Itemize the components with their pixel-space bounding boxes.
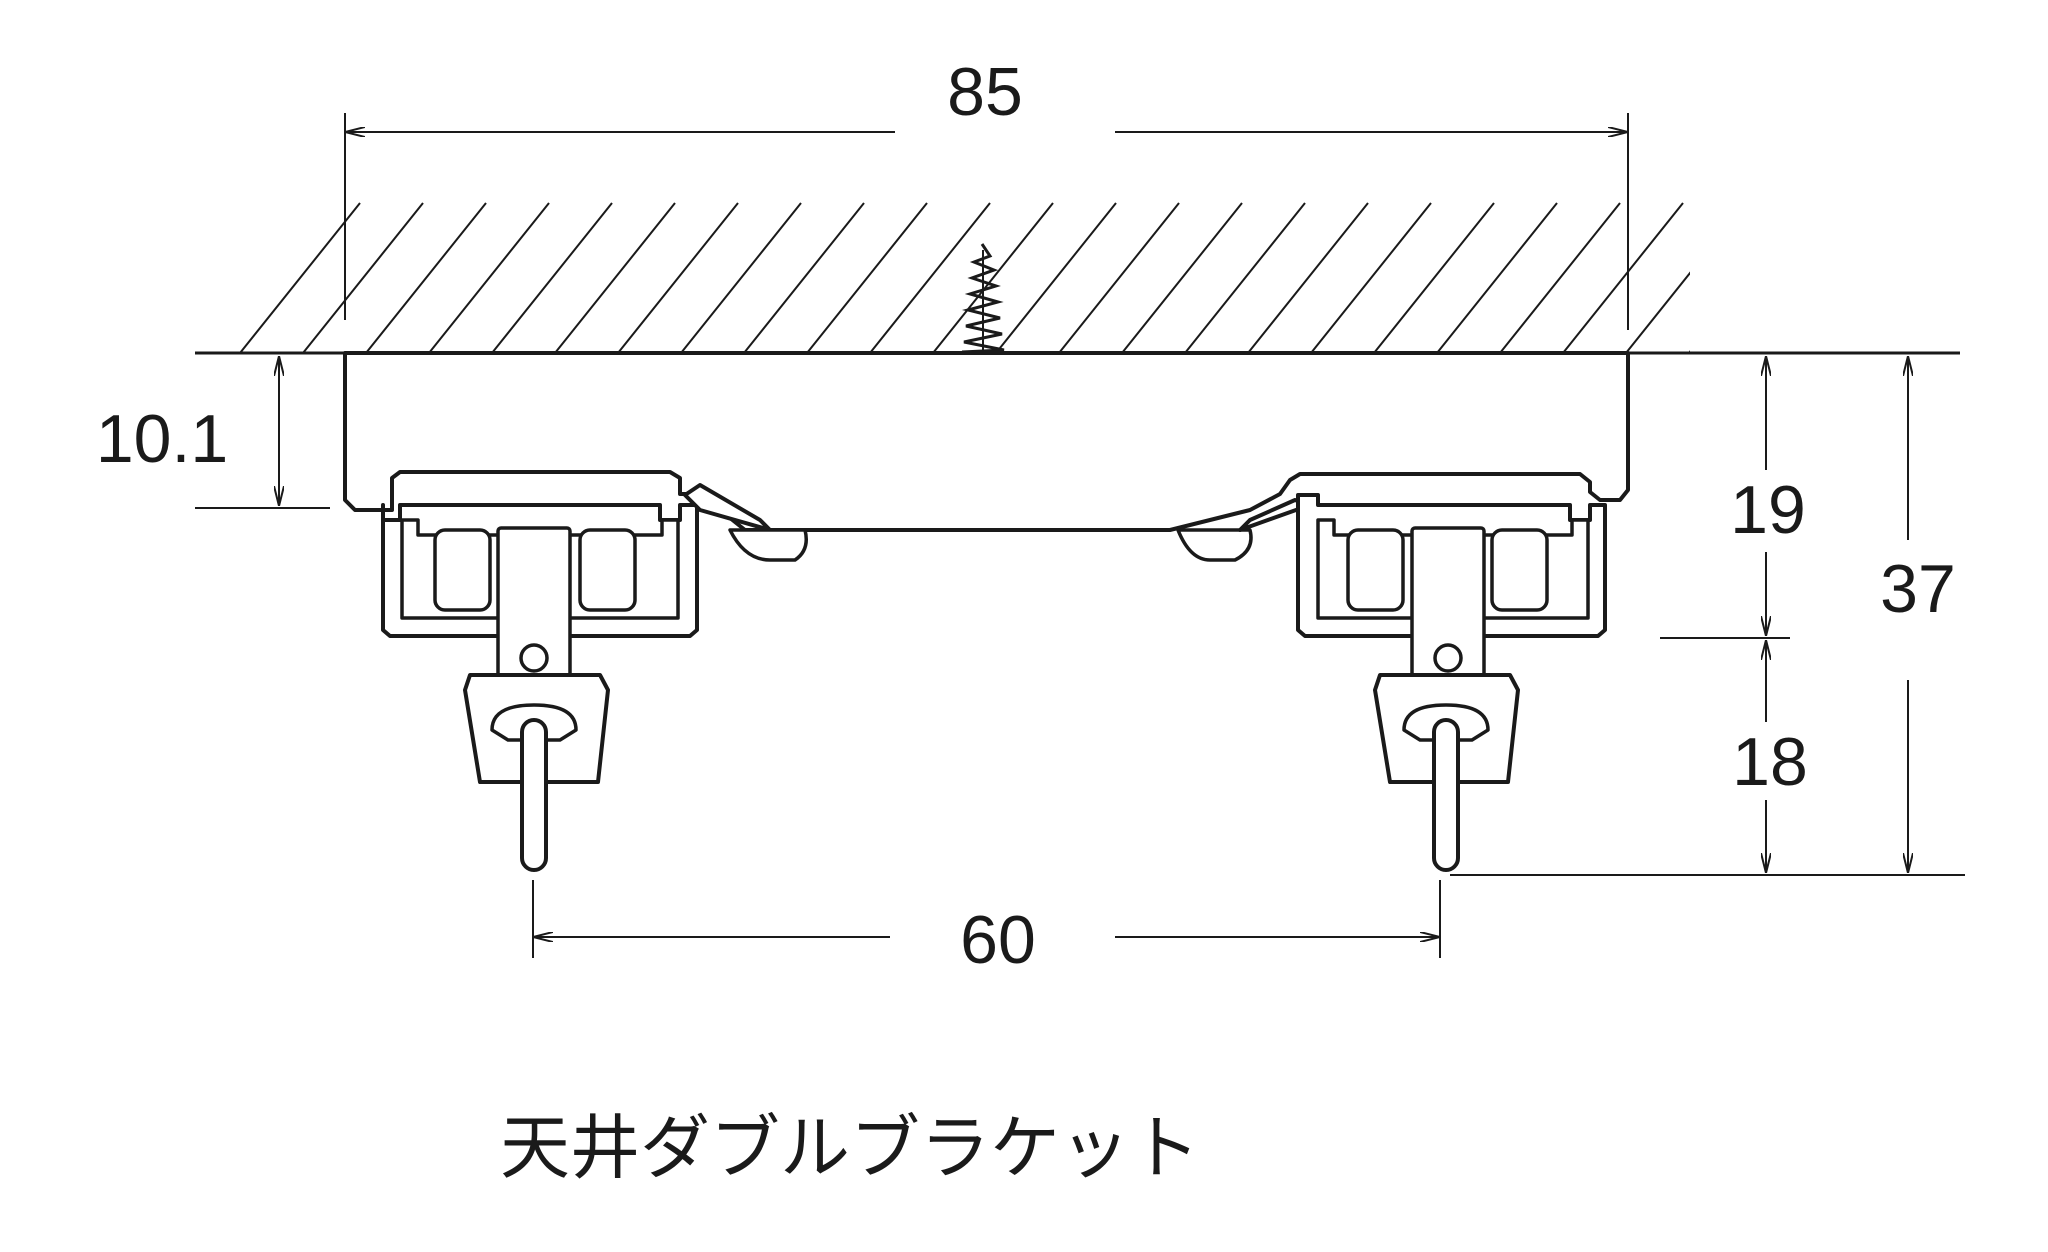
dimension-overall-width: 85 [344,54,1629,330]
bracket-body [343,351,1630,532]
center-clips [728,528,1253,562]
hatch-line [1184,202,1306,353]
hatch-line [680,202,802,353]
hatch-line [1625,271,1690,353]
hatch-line [239,202,361,353]
hatch-line [1247,202,1369,353]
hatch-line [1310,202,1432,353]
dimension-label-37: 37 [1880,551,1956,627]
dimension-rail-spacing: 60 [532,880,1441,978]
hatch-line [743,202,865,353]
dimension-label-18: 18 [1732,724,1808,800]
hatch-line [1373,202,1495,353]
hatch-line [554,202,676,353]
hatch-line [1121,202,1243,353]
dimension-bracket-depth: 10.1 [96,356,330,509]
hatch-line [302,202,424,353]
dimension-heights: 19 18 37 [1450,352,1965,876]
hatch-line [1752,203,1872,353]
hatch-line [1499,202,1621,353]
hatch-line [491,202,613,353]
dimension-label-10-1: 10.1 [96,401,228,477]
hatch-line [869,202,991,353]
hatch-line [617,202,739,353]
hatch-line [1436,202,1558,353]
hatch-line [806,202,928,353]
dimension-label-85: 85 [947,54,1023,130]
rail-runner-right [1238,493,1607,872]
rail-runner-left [381,483,772,872]
ceiling-hatch [239,202,1872,353]
hatch-line [932,202,1054,353]
dimension-label-60: 60 [960,902,1036,978]
hatch-line [995,202,1117,353]
hatch-line [1562,202,1684,353]
hatch-line [1058,202,1180,353]
diagram-caption: 天井ダブルブラケット [500,1107,1200,1189]
hatch-line [365,202,487,353]
hatch-line [428,202,550,353]
dimension-label-19: 19 [1730,472,1806,548]
hatch-line [1688,350,1690,353]
